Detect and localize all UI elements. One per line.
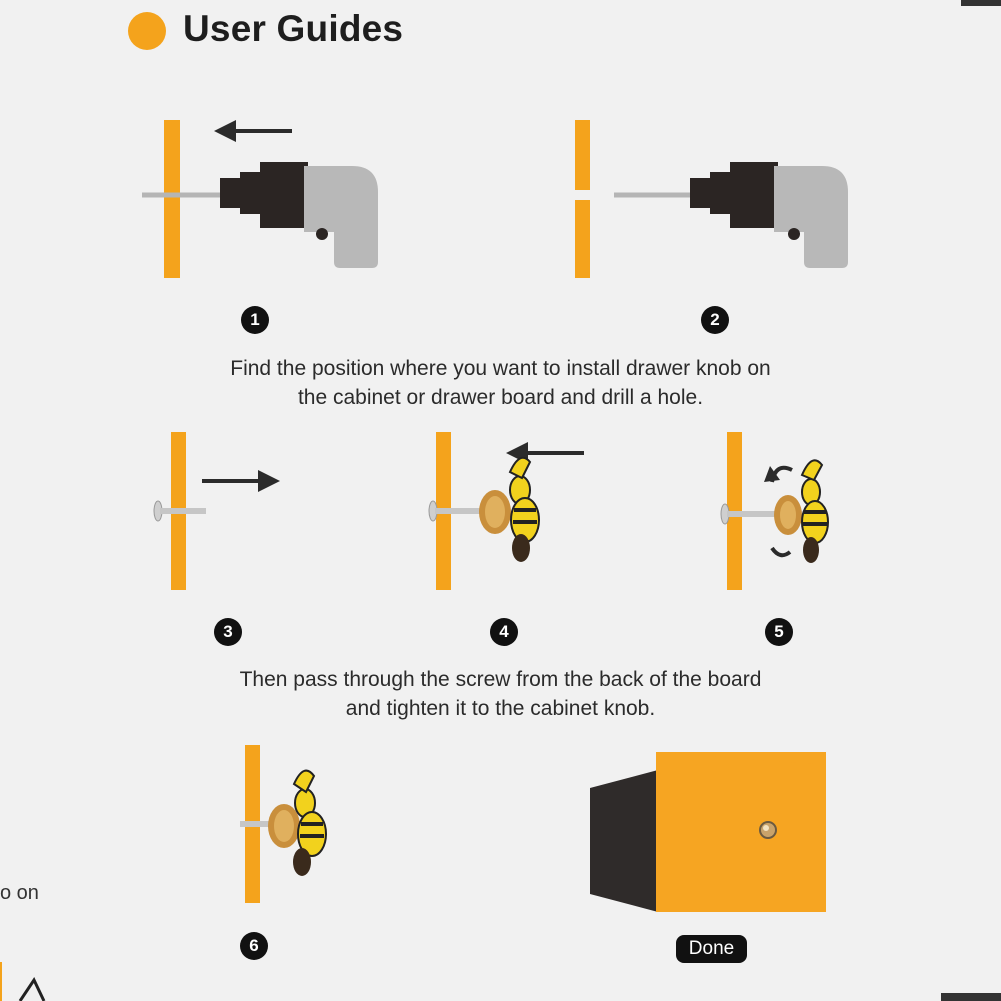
- caption-line: and tighten it to the cabinet knob.: [345, 697, 656, 720]
- step1-illustration: [142, 120, 378, 278]
- cropped-edge-text: o on: [0, 882, 39, 904]
- header-dot: [128, 12, 166, 50]
- caption-line: Then pass through the screw from the bac…: [239, 668, 762, 691]
- step3-illustration: [153, 432, 280, 590]
- caption-line: Find the position where you want to inst…: [230, 357, 771, 380]
- page-title: User Guides: [183, 8, 404, 49]
- caption-screwing: Then pass through the screw from the bac…: [0, 665, 1001, 723]
- rotate-arrow-bottom: [770, 546, 792, 558]
- board-top: [575, 120, 590, 190]
- step-number-6: 6: [240, 932, 268, 960]
- step-number-4: 4: [490, 618, 518, 646]
- bee-knob: [268, 769, 327, 876]
- board-bottom: [575, 200, 590, 278]
- step6-illustration: [240, 745, 327, 903]
- step-number-3: 3: [214, 618, 242, 646]
- bee-knob: [479, 456, 540, 562]
- board: [164, 120, 180, 278]
- step-number-5: 5: [765, 618, 793, 646]
- drawer-side: [590, 770, 658, 912]
- drill-body: [774, 166, 848, 268]
- corner-mark: [961, 0, 1001, 6]
- bee-knob: [774, 459, 829, 563]
- caption-drilling: Find the position where you want to inst…: [0, 354, 1001, 412]
- finished-drawer: [590, 752, 826, 912]
- step-number-1: 1: [241, 306, 269, 334]
- corner-mark: [941, 993, 1001, 1001]
- step4-illustration: [428, 432, 584, 590]
- drill-body: [304, 166, 378, 268]
- done-badge: Done: [676, 935, 747, 963]
- step2-illustration: [575, 120, 848, 278]
- step-number-2: 2: [701, 306, 729, 334]
- step5-illustration: [720, 432, 829, 590]
- caption-line: the cabinet or drawer board and drill a …: [297, 386, 704, 409]
